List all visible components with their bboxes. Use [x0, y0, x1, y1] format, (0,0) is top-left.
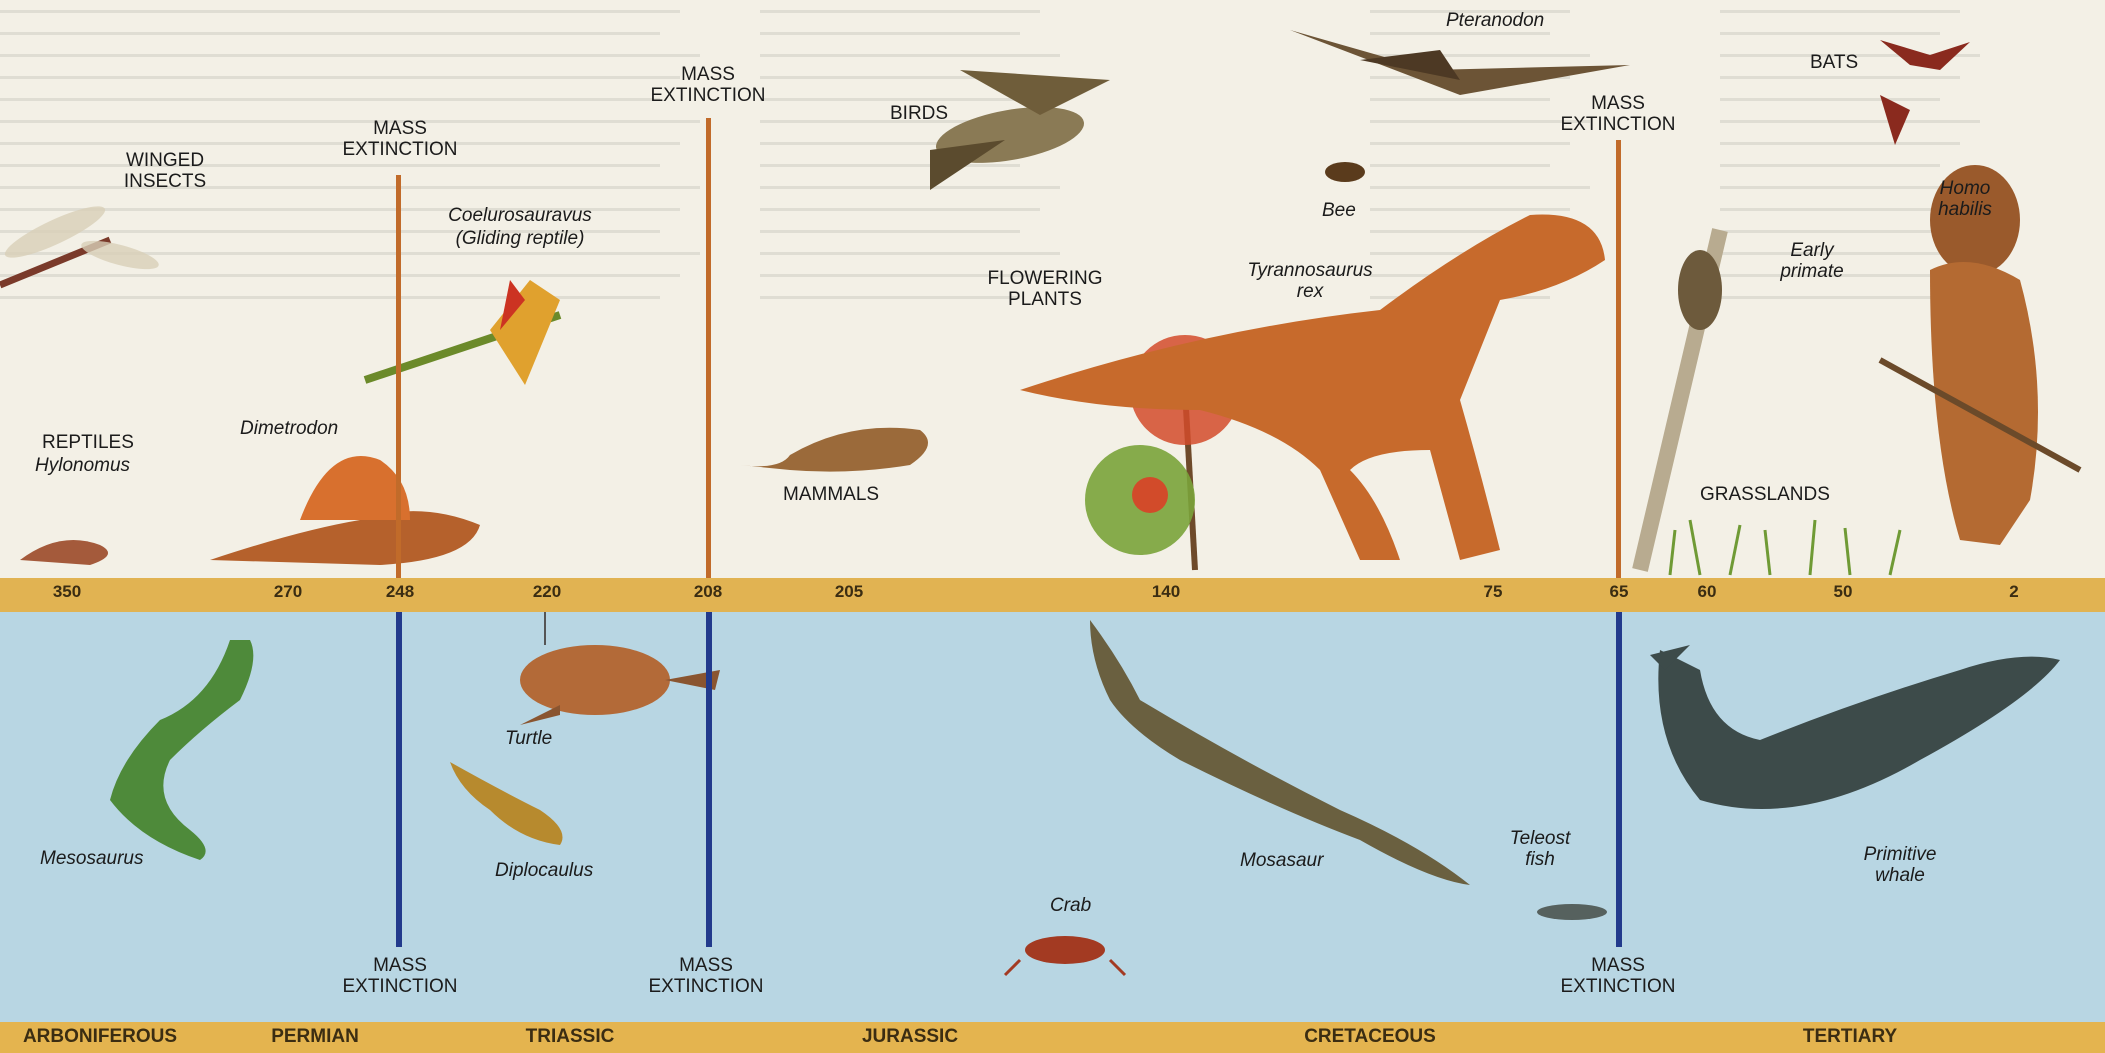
mass-extinction-line1: MASS	[638, 64, 778, 85]
age-tick-label: 50	[1834, 582, 1853, 602]
age-tick-label: 205	[835, 582, 863, 602]
birds-label: BIRDS	[890, 103, 948, 124]
age-tick-label: 60	[1698, 582, 1717, 602]
mass-extinction-line2: EXTINCTION	[330, 139, 470, 160]
dragonfly-illustration	[0, 198, 161, 285]
age-tick-label: 270	[274, 582, 302, 602]
mosasaur-label: Mosasaur	[1240, 850, 1323, 871]
flowering-plants-line1: FLOWERING	[970, 268, 1120, 289]
primitive-whale-illustration	[1650, 645, 2060, 809]
dimetrodon-illustration	[210, 456, 480, 565]
flowering-plants-label: FLOWERING PLANTS	[970, 268, 1120, 310]
mass-extinction-label: MASS EXTINCTION	[1548, 955, 1688, 997]
flowering-plants-line2: PLANTS	[970, 289, 1120, 310]
bats-label: BATS	[1810, 52, 1858, 73]
tyrannosaurus-label: Tyrannosaurus rex	[1230, 260, 1390, 302]
mass-extinction-label: MASS EXTINCTION	[636, 955, 776, 997]
early-primate-line1: Early	[1762, 240, 1862, 261]
mass-extinction-label: MASS EXTINCTION	[330, 118, 470, 160]
primitive-whale-line1: Primitive	[1840, 844, 1960, 865]
tyrannosaurus-line1: Tyrannosaurus	[1230, 260, 1390, 281]
age-tick-label: 2	[2009, 582, 2018, 602]
reptiles-label: REPTILES	[42, 432, 134, 453]
turtle-illustration	[520, 612, 720, 725]
grasslands-label: GRASSLANDS	[1700, 484, 1830, 505]
age-tick-label: 248	[386, 582, 414, 602]
early-primate-label: Early primate	[1762, 240, 1862, 282]
teleost-fish-label: Teleost fish	[1490, 828, 1590, 870]
age-tick-label: 140	[1152, 582, 1180, 602]
turtle-label: Turtle	[505, 728, 552, 749]
homo-habilis-line1: Homo	[1920, 178, 2010, 199]
diplocaulus-illustration	[450, 762, 563, 845]
hylonomus-label: Hylonomus	[35, 455, 130, 476]
mass-extinction-line2: EXTINCTION	[638, 85, 778, 106]
period-label: TRIASSIC	[526, 1026, 615, 1048]
mammals-label: MAMMALS	[783, 484, 879, 505]
hylonomus-illustration	[20, 540, 108, 565]
mass-extinction-line1: MASS	[330, 955, 470, 976]
pteranodon-label: Pteranodon	[1446, 10, 1544, 31]
extinction-line-sea-248	[396, 612, 402, 947]
mass-extinction-line1: MASS	[1548, 93, 1688, 114]
period-label: JURASSIC	[862, 1026, 958, 1048]
bee-label: Bee	[1322, 200, 1356, 221]
bat-illustration	[1880, 40, 1970, 145]
mass-extinction-line1: MASS	[1548, 955, 1688, 976]
mass-extinction-label: MASS EXTINCTION	[638, 64, 778, 106]
early-primate-illustration	[1640, 230, 1722, 570]
homo-habilis-line2: habilis	[1920, 199, 2010, 220]
period-label: TERTIARY	[1803, 1026, 1897, 1048]
extinction-line-land-65	[1616, 140, 1621, 578]
age-tick-label: 75	[1484, 582, 1503, 602]
extinction-line-land-248	[396, 175, 401, 578]
mass-extinction-line1: MASS	[636, 955, 776, 976]
pteranodon-illustration	[1290, 30, 1630, 95]
winged-insects-label: WINGED INSECTS	[100, 150, 230, 192]
mesosaurus-illustration	[110, 640, 253, 860]
mass-extinction-line1: MASS	[330, 118, 470, 139]
period-label: CRETACEOUS	[1304, 1026, 1436, 1048]
primitive-whale-line2: whale	[1840, 865, 1960, 886]
mass-extinction-line2: EXTINCTION	[330, 976, 470, 997]
grass-illustration	[1670, 520, 1900, 575]
primitive-whale-label: Primitive whale	[1840, 844, 1960, 886]
gliding-reptile-label: (Gliding reptile)	[430, 228, 610, 249]
age-tick-label: 208	[694, 582, 722, 602]
extinction-line-sea-208	[706, 612, 712, 947]
early-primate-line2: primate	[1762, 261, 1862, 282]
winged-insects-line2: INSECTS	[100, 171, 230, 192]
age-tick-label: 220	[533, 582, 561, 602]
mammal-illustration	[740, 428, 928, 472]
extinction-line-land-208	[706, 118, 711, 578]
teleost-fish-illustration	[1537, 904, 1607, 920]
crab-label: Crab	[1050, 895, 1091, 916]
mass-extinction-label: MASS EXTINCTION	[1548, 93, 1688, 135]
mass-extinction-label: MASS EXTINCTION	[330, 955, 470, 997]
bee-illustration	[1325, 162, 1365, 182]
winged-insects-line1: WINGED	[100, 150, 230, 171]
homo-habilis-illustration	[1880, 165, 2080, 545]
mosasaur-illustration	[1090, 620, 1470, 885]
coelurosauravus-illustration	[365, 280, 560, 385]
dimetrodon-label: Dimetrodon	[240, 418, 338, 439]
mass-extinction-line2: EXTINCTION	[1548, 976, 1688, 997]
age-tick-label: 65	[1610, 582, 1629, 602]
age-tick-label: 350	[53, 582, 81, 602]
tyrannosaurus-line2: rex	[1230, 281, 1390, 302]
bird-illustration	[930, 70, 1110, 190]
diplocaulus-label: Diplocaulus	[495, 860, 593, 881]
mass-extinction-line2: EXTINCTION	[636, 976, 776, 997]
extinction-line-sea-65	[1616, 612, 1622, 947]
mesosaurus-label: Mesosaurus	[40, 848, 144, 869]
coelurosauravus-label: Coelurosauravus	[430, 205, 610, 226]
period-label: ARBONIFEROUS	[23, 1026, 177, 1048]
period-label: PERMIAN	[271, 1026, 359, 1048]
mass-extinction-line2: EXTINCTION	[1548, 114, 1688, 135]
teleost-fish-line1: Teleost	[1490, 828, 1590, 849]
crab-illustration	[1005, 936, 1125, 975]
homo-habilis-label: Homo habilis	[1920, 178, 2010, 220]
teleost-fish-line2: fish	[1490, 849, 1590, 870]
